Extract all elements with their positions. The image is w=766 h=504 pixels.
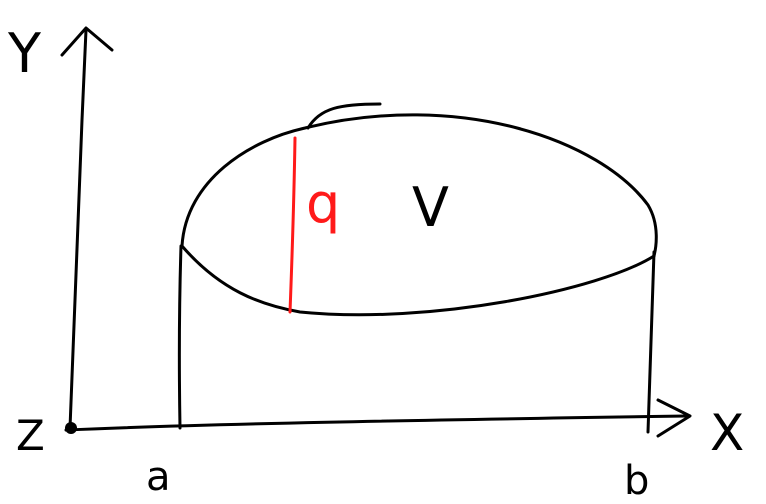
interval-start-label: a [146, 454, 171, 500]
region-label: V [412, 176, 449, 239]
surface-notch [306, 102, 382, 130]
surface-top-curve [180, 113, 658, 258]
y-axis-arrowhead [60, 26, 114, 57]
x-axis-label: X [710, 404, 744, 462]
line-at-b [646, 250, 656, 434]
origin-point [65, 422, 77, 434]
height-marker-line [288, 136, 297, 314]
x-axis-arrowhead [656, 398, 692, 438]
surface-bottom-curve [180, 244, 656, 317]
z-axis-label: Z [16, 411, 45, 460]
y-axis-label: Y [7, 22, 42, 85]
y-axis-line [68, 28, 88, 430]
height-marker-label: q [306, 172, 340, 235]
line-at-a [177, 244, 183, 430]
x-axis-line [64, 414, 688, 432]
interval-end-label: b [624, 458, 649, 504]
